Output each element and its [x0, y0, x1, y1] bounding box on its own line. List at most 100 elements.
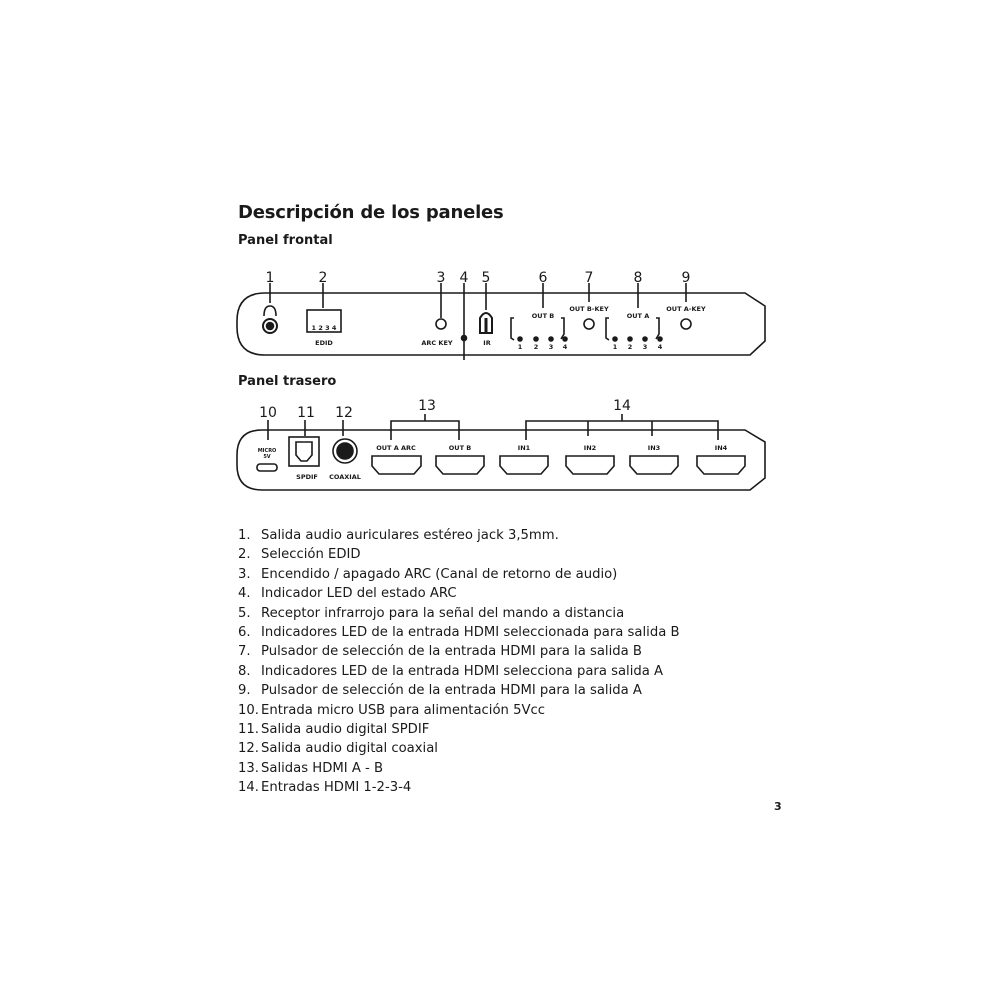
out-b-leds — [517, 336, 568, 342]
item-number: 2. — [238, 547, 251, 563]
coaxial-port — [332, 438, 358, 464]
led-num: 3 — [549, 343, 554, 351]
item-number: 1. — [238, 528, 251, 543]
led-num: 1 — [613, 343, 618, 351]
rear-panel-heading: Panel trasero — [238, 374, 337, 389]
led-num: 2 — [628, 343, 633, 351]
item-text: Salidas HDMI A - B — [261, 760, 384, 776]
item-text: Pulsador de selección de la entrada HDMI… — [261, 683, 642, 699]
item-text: Indicadores LED de la entrada HDMI selec… — [261, 624, 680, 640]
micro-usb-port — [256, 463, 278, 472]
ir-label: IR — [483, 339, 490, 347]
port-label-in2: IN2 — [584, 444, 596, 452]
led-num: 4 — [658, 343, 663, 351]
arc-key-button — [435, 318, 447, 330]
out-a-label: OUT A — [627, 312, 650, 320]
list-item: 13.Salidas HDMI A - B — [238, 759, 680, 778]
page-number: 3 — [774, 800, 782, 813]
item-text: Salida audio digital coaxial — [261, 741, 438, 757]
list-item: 1. Salida audio auriculares estéreo jack … — [238, 526, 680, 545]
out-b-key-label: OUT B-KEY — [569, 305, 609, 313]
front-panel-heading: Panel frontal — [238, 233, 333, 248]
edid-label: EDID — [315, 339, 333, 347]
list-item: 11.Salida audio digital SPDIF — [238, 720, 680, 739]
headphones-icon — [263, 305, 277, 317]
coaxial-label: COAXIAL — [329, 473, 361, 481]
rear-panel-text: 10 11 12 13 14 MICRO 5V SPDIF COAXIAL OU… — [258, 398, 728, 481]
item-number: 9. — [238, 683, 251, 699]
front-panel-diagram — [236, 283, 766, 360]
item-number: 10. — [238, 702, 259, 718]
list-item: 9. Pulsador de selección de la entrada HD… — [238, 681, 680, 700]
out-a-leds — [612, 336, 663, 342]
spdif-port — [288, 436, 320, 467]
port-label-out-a-arc: OUT A ARC — [376, 444, 416, 452]
led-num: 2 — [534, 343, 539, 351]
list-item: 14.Entradas HDMI 1-2-3-4 — [238, 778, 680, 797]
front-panel-text: 1 2 3 4 5 6 7 8 9 1 2 3 4 EDID ARC KEY I… — [266, 270, 706, 351]
item-text: Receptor infrarrojo para la señal del ma… — [261, 605, 625, 621]
item-text: Indicadores LED de la entrada HDMI selec… — [261, 663, 664, 679]
callout-9: 9 — [682, 270, 691, 286]
out-b-label: OUT B — [532, 312, 555, 320]
list-item: 12.Salida audio digital coaxial — [238, 739, 680, 758]
item-text: Pulsador de selección de la entrada HDMI… — [261, 644, 642, 660]
callout-6: 6 — [539, 270, 548, 286]
list-item: 3. Encendido / apagado ARC (Canal de reto… — [238, 565, 680, 584]
item-text: Entrada micro USB para alimentación 5Vcc — [261, 702, 545, 718]
component-list: 1. Salida audio auriculares estéreo jack … — [238, 526, 680, 797]
led-num: 1 — [518, 343, 523, 351]
port-label-in1: IN1 — [518, 444, 531, 452]
callout-14: 14 — [613, 398, 631, 414]
item-number: 8. — [238, 663, 251, 679]
port-label-in3: IN3 — [648, 444, 660, 452]
arc-led — [460, 334, 468, 342]
callout-7: 7 — [585, 270, 594, 286]
item-text: Salida audio auriculares estéreo jack 3,… — [261, 528, 559, 543]
port-label-out-b: OUT B — [449, 444, 472, 452]
list-item: 6. Indicadores LED de la entrada HDMI sel… — [238, 623, 680, 642]
spdif-label: SPDIF — [296, 473, 318, 481]
out-a-key-button — [680, 318, 692, 330]
item-number: 4. — [238, 586, 251, 602]
edid-numbers: 1 2 3 4 — [312, 324, 337, 332]
out-a-key-label: OUT A-KEY — [666, 305, 706, 313]
callout-8: 8 — [634, 270, 643, 286]
out-b-key-button — [583, 318, 595, 330]
callout-13: 13 — [418, 398, 436, 414]
micro-label: MICRO — [258, 448, 277, 454]
item-number: 6. — [238, 624, 251, 640]
item-number: 14. — [238, 780, 259, 796]
item-number: 13. — [238, 760, 259, 776]
callout-2: 2 — [319, 270, 328, 286]
item-number: 7. — [238, 644, 251, 660]
callout-10: 10 — [259, 405, 277, 421]
callout-5: 5 — [482, 270, 491, 286]
list-item: 4.Indicador LED del estado ARC — [238, 584, 680, 603]
5v-label: 5V — [263, 454, 270, 460]
item-number: 11. — [238, 721, 259, 737]
list-item: 10.Entrada micro USB para alimentación 5… — [238, 701, 680, 720]
item-number: 3. — [238, 566, 251, 582]
callout-11: 11 — [297, 405, 315, 421]
led-num: 4 — [563, 343, 568, 351]
hdmi-ports — [371, 455, 746, 475]
page-title: Descripción de los paneles — [238, 202, 504, 223]
callout-1: 1 — [266, 270, 275, 286]
callout-12: 12 — [335, 405, 353, 421]
item-text: Encendido / apagado ARC (Canal de retorn… — [261, 566, 618, 582]
list-item: 5.Receptor infrarrojo para la señal del … — [238, 604, 680, 623]
callout-3: 3 — [437, 270, 446, 286]
rear-panel-diagram — [236, 414, 766, 491]
port-label-in4: IN4 — [715, 444, 728, 452]
led-num: 3 — [643, 343, 648, 351]
callout-4: 4 — [460, 270, 469, 286]
item-text: Salida audio digital SPDIF — [261, 721, 430, 737]
list-item: 2.Selección EDID — [238, 545, 680, 564]
ir-receiver — [479, 312, 493, 334]
item-text: Entradas HDMI 1-2-3-4 — [261, 780, 412, 796]
edid-switch — [306, 309, 342, 333]
list-item: 8. Indicadores LED de la entrada HDMI sel… — [238, 662, 680, 681]
list-item: 7. Pulsador de selección de la entrada HD… — [238, 642, 680, 661]
